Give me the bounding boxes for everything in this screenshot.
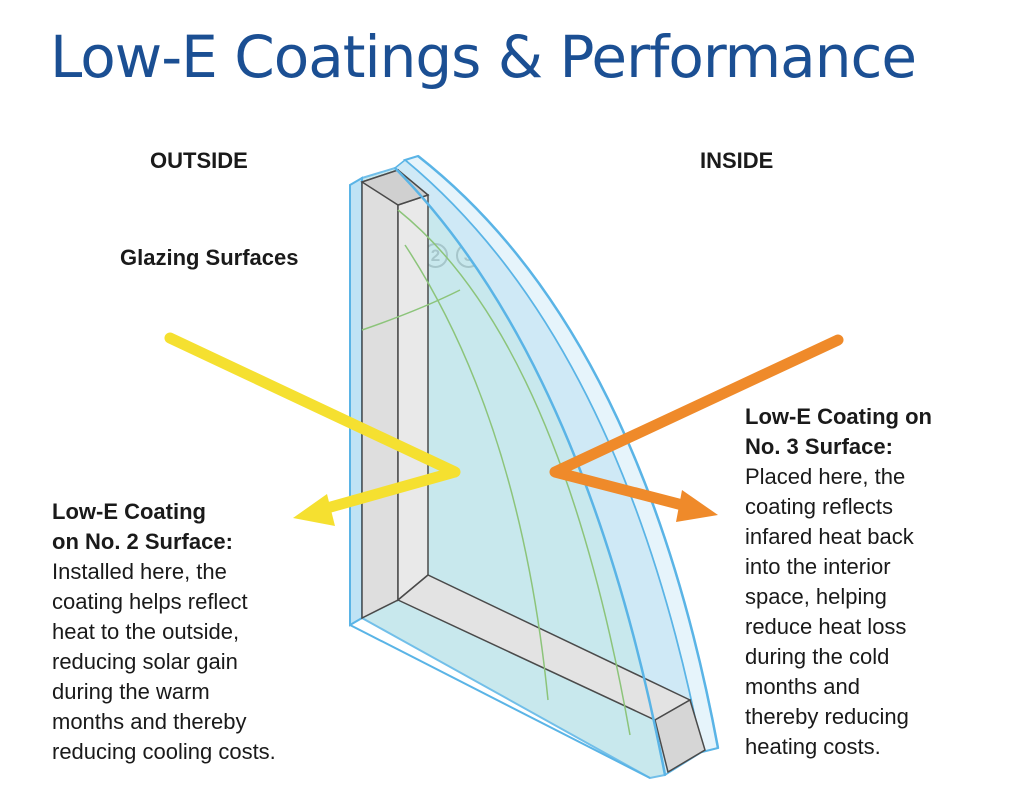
heat-arrow-incoming	[549, 334, 844, 478]
solar-arrow-reflected	[318, 466, 457, 516]
left-note-body: Installed here, the coating helps reflec…	[52, 559, 276, 764]
glass-edge-line	[349, 624, 651, 779]
inside-label: INSIDE	[700, 148, 774, 173]
left-note-heading: Low-E Coating on No. 2 Surface:	[52, 499, 233, 554]
glass-edge-line	[417, 155, 720, 749]
outside-label: OUTSIDE	[150, 148, 248, 173]
solar-arrow-incoming	[164, 332, 461, 478]
left-note: Low-E Coating on No. 2 Surface: Installe…	[52, 497, 276, 767]
right-note: Low-E Coating on No. 3 Surface: Placed h…	[745, 402, 932, 762]
spacer-bar-vertical	[361, 168, 399, 620]
spacer-bar-front	[397, 193, 429, 602]
solar-arrow-head	[293, 494, 335, 526]
spacer-top-cap	[360, 169, 430, 206]
right-note-body: Placed here, the coating reflects infare…	[745, 464, 914, 759]
page-title: Low-E Coatings & Performance	[50, 23, 917, 91]
coating-arc	[361, 289, 461, 331]
outer-glass-pane	[349, 176, 363, 627]
coating-line-no3	[404, 244, 549, 701]
coating-line-no2	[397, 209, 631, 736]
spacer-bottom-cap	[654, 698, 706, 774]
glazing-surfaces-label: Glazing Surfaces	[120, 245, 299, 270]
glass-edge-line	[394, 167, 667, 776]
right-note-heading: Low-E Coating on No. 3 Surface:	[745, 404, 932, 459]
heat-arrow-head	[676, 490, 718, 522]
heat-arrow-reflected	[553, 466, 692, 513]
